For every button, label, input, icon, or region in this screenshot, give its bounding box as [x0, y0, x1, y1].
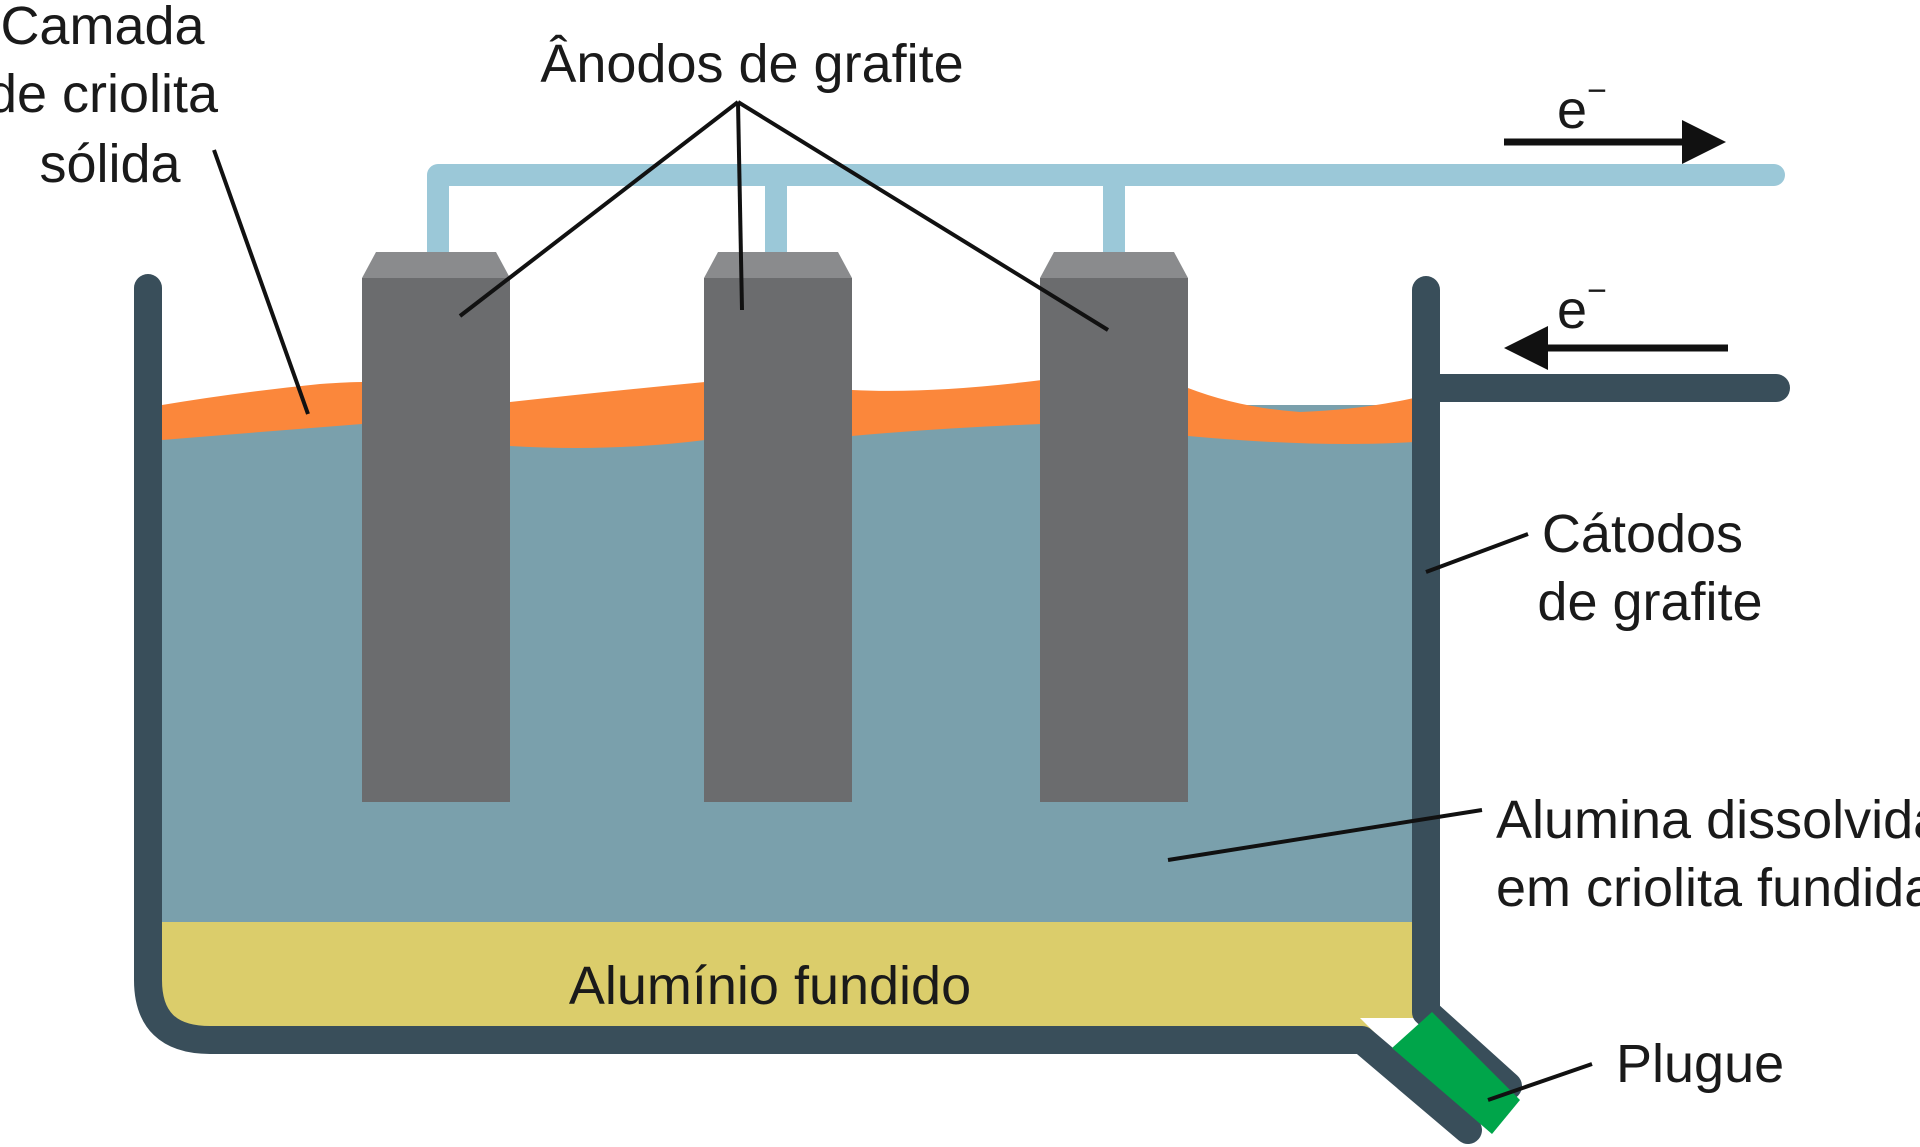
tank-wall-right	[1412, 276, 1522, 1100]
anodes-label: Ânodos de grafite	[540, 34, 963, 94]
anode-1-top	[362, 252, 510, 278]
electron-in-sup: −	[1587, 272, 1607, 310]
anode-2-body	[704, 278, 852, 802]
leader-plug	[1487, 1062, 1593, 1102]
electron-arrow-out	[1504, 120, 1726, 164]
electron-arrow-out-head	[1682, 120, 1726, 164]
electron-arrow-in	[1504, 326, 1728, 370]
graphite-anode-3	[1040, 252, 1188, 802]
electrolyte-line-2: em criolita fundida	[1496, 858, 1920, 918]
anode-3-top	[1040, 252, 1188, 278]
leader-solid-layer	[212, 149, 310, 415]
leader-electrolyte	[1167, 808, 1483, 862]
anode-1-body	[362, 278, 510, 802]
graphite-anode-2	[704, 252, 852, 802]
anode-3-body	[1040, 278, 1188, 802]
electron-out-sup: −	[1587, 72, 1607, 110]
molten-aluminum-label: Alumínio fundido	[569, 956, 971, 1016]
cathodes-line-1: Cátodos	[1542, 504, 1743, 564]
leader-lines	[212, 100, 1593, 1102]
electron-in-base: e	[1557, 280, 1587, 340]
leader-cathodes	[1425, 532, 1529, 574]
anode-2-top	[704, 252, 852, 278]
tank-wall	[134, 274, 1482, 1144]
graphite-anode-1	[362, 252, 510, 802]
cathodes-line-2: de grafite	[1537, 572, 1762, 632]
solid-layer-line-1: Camada	[0, 0, 205, 56]
solid-layer-line-2: de criolita	[0, 64, 219, 124]
electron-label-out: e−	[1557, 72, 1607, 140]
leader-anode-3	[736, 100, 1110, 332]
solid-layer-label: Camada de criolita sólida	[0, 0, 233, 194]
electrolyte-line-1: Alumina dissolvida	[1496, 790, 1920, 850]
solid-layer-line-3: sólida	[39, 134, 181, 194]
electron-label-in: e−	[1557, 272, 1607, 340]
electron-out-base: e	[1557, 80, 1587, 140]
molten-aluminum-layer	[162, 922, 1414, 1038]
leader-anode-2	[736, 101, 744, 311]
solid-cryolite-crust	[162, 380, 1414, 448]
cathodes-label: Cátodos de grafite	[1537, 504, 1762, 632]
plug	[1392, 1012, 1520, 1134]
anode-connector-bar	[427, 164, 1785, 273]
leader-anode-1	[458, 100, 740, 318]
electron-arrow-in-head	[1504, 326, 1548, 370]
plug-label: Plugue	[1616, 1034, 1784, 1094]
electrolyte-label: Alumina dissolvida em criolita fundida	[1496, 790, 1920, 918]
